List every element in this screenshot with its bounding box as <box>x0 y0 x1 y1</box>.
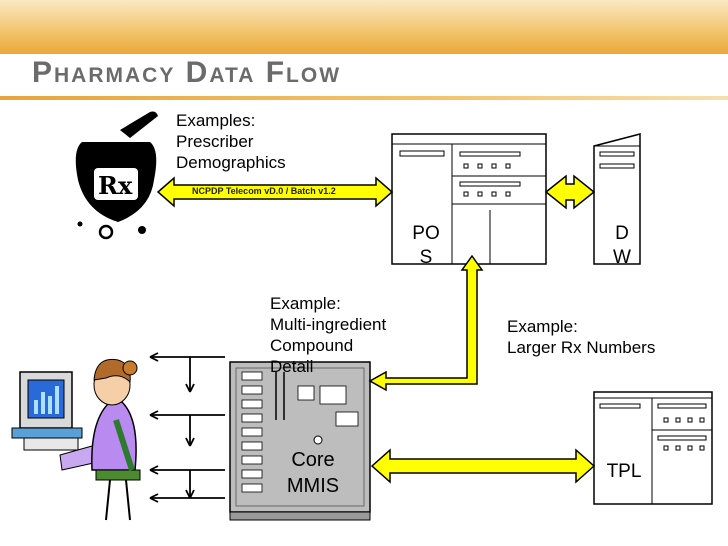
title-underline <box>0 96 728 100</box>
core-mmis-board <box>229 361 371 521</box>
prescriber-note-line: Demographics <box>176 153 286 172</box>
computer-user-icon <box>11 358 141 521</box>
page-title: Pharmacy Data Flow <box>32 56 342 89</box>
prescriber-note: Examples: Prescriber Demographics <box>176 110 286 173</box>
prescriber-pos-arrow <box>156 176 394 208</box>
tpl-server <box>593 391 713 505</box>
pos-label: PO S <box>412 223 440 268</box>
pos-dw-arrow <box>544 174 596 210</box>
compound-note: Example: Multi-ingredient Compound Detai… <box>270 293 386 377</box>
mortar-pestle-icon: Rx <box>75 111 158 240</box>
mmis-tpl-arrow <box>370 448 596 484</box>
prescriber-note-line: Examples: <box>176 111 256 130</box>
rx-numbers-note: Example: Larger Rx Numbers <box>507 316 655 358</box>
dw-label: D W <box>613 223 631 268</box>
core-mmis-label: Core MMIS <box>286 449 340 497</box>
dw-server <box>593 133 641 265</box>
tpl-label: TPL <box>606 461 642 482</box>
compound-note-line: Example: <box>270 294 341 313</box>
pos-mmis-arrow <box>368 254 484 392</box>
connector-arrows <box>156 174 596 484</box>
compound-note-line: Multi-ingredient <box>270 315 387 334</box>
user-to-mmis-arrows <box>149 352 225 503</box>
protocol-label: NCPDP Telecom vD.0 / Batch v1.2 <box>192 186 336 196</box>
title-banner <box>0 0 728 54</box>
pos-server <box>391 133 547 265</box>
rx-numbers-note-line: Example: <box>507 317 578 336</box>
rx-symbol: Rx <box>98 171 133 200</box>
compound-note-line: Compound <box>270 336 354 355</box>
rx-numbers-note-line: Larger Rx Numbers <box>507 338 656 357</box>
compound-note-line: Detail <box>270 357 314 376</box>
prescriber-note-line: Prescriber <box>176 132 254 151</box>
